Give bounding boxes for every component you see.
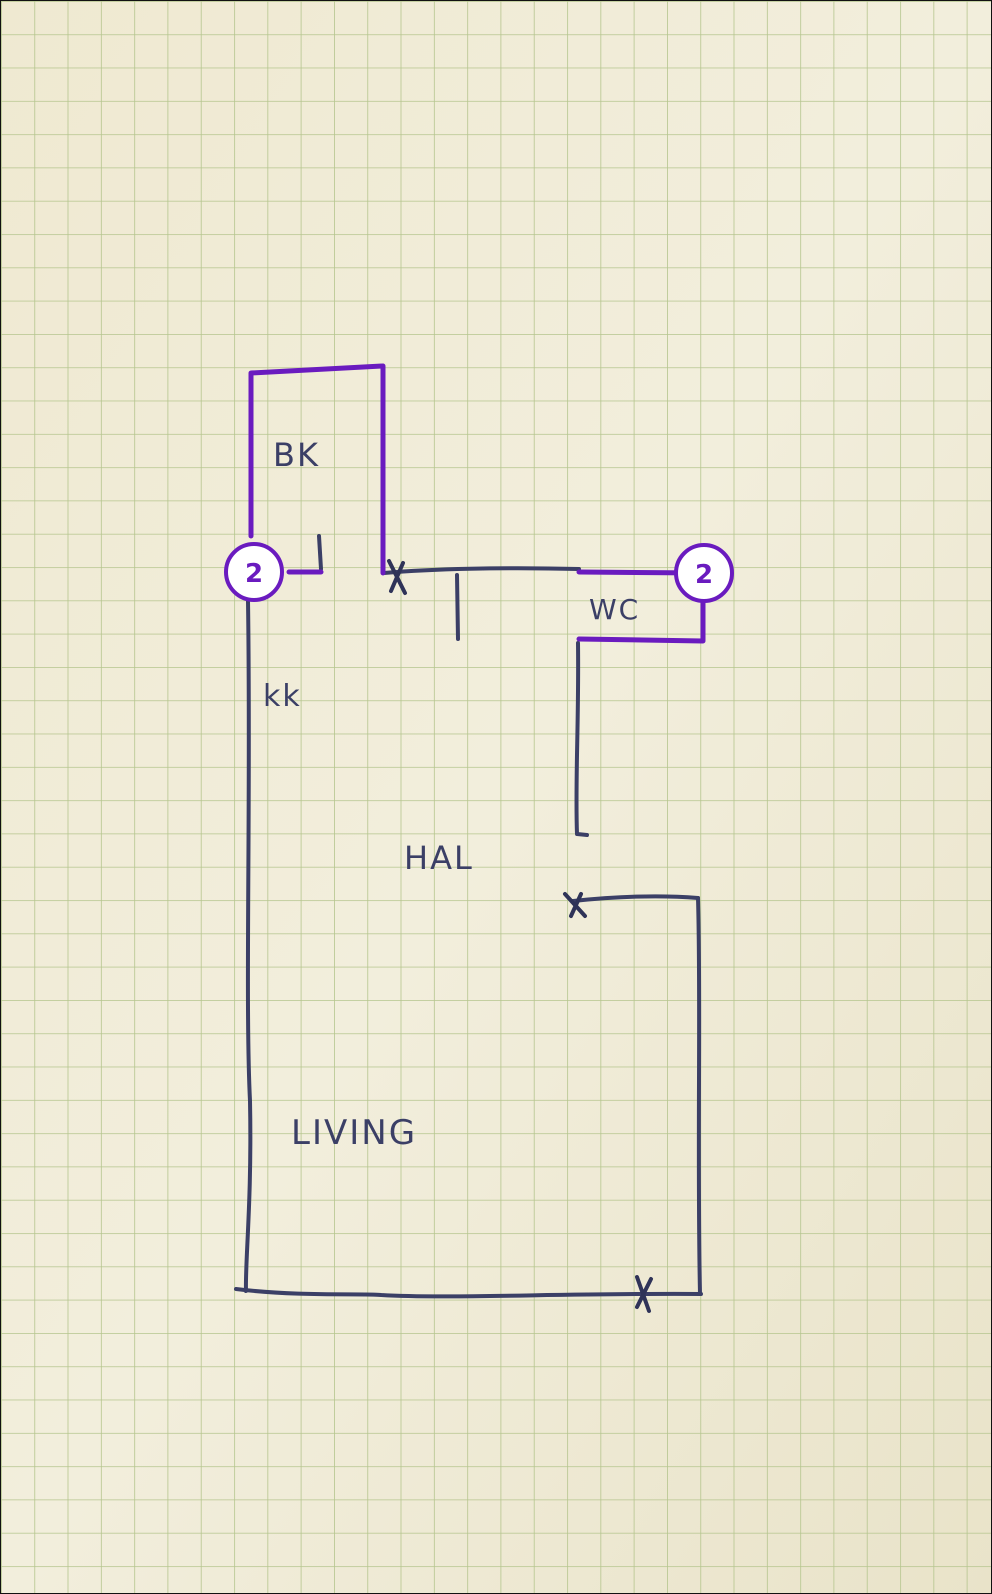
room-label-bk: BK <box>273 436 320 474</box>
hall-top-wall <box>382 566 581 575</box>
room-label-living: LIVING <box>291 1113 417 1153</box>
left-outer-wall <box>243 599 253 1293</box>
marker-right-circle <box>674 543 734 603</box>
marker-left[interactable]: 2 <box>224 542 284 602</box>
ink-walls <box>234 534 703 1299</box>
bk-room-outline <box>248 363 386 576</box>
room-label-hal: HAL <box>404 839 474 877</box>
marker-right[interactable]: 2 <box>674 543 734 603</box>
wc-room-outline <box>576 569 706 644</box>
room-label-kk: kk <box>263 679 302 714</box>
door-mark-bottom <box>635 1275 653 1313</box>
bottom-outer-wall <box>234 1287 703 1299</box>
right-living-wall <box>696 896 702 1296</box>
marker-left-number: 2 <box>245 559 263 589</box>
highlight-walls <box>248 363 706 644</box>
door-marks <box>387 559 653 1313</box>
bk-tick <box>317 534 323 571</box>
hall-right-wall <box>574 641 589 837</box>
marker-right-number: 2 <box>695 560 713 590</box>
living-top-wall <box>571 894 700 903</box>
door-mark-living <box>563 892 587 918</box>
room-label-wc: WC <box>589 593 640 626</box>
door-mark-bk <box>387 559 407 595</box>
stub-wall <box>455 573 460 641</box>
marker-left-circle <box>224 542 284 602</box>
